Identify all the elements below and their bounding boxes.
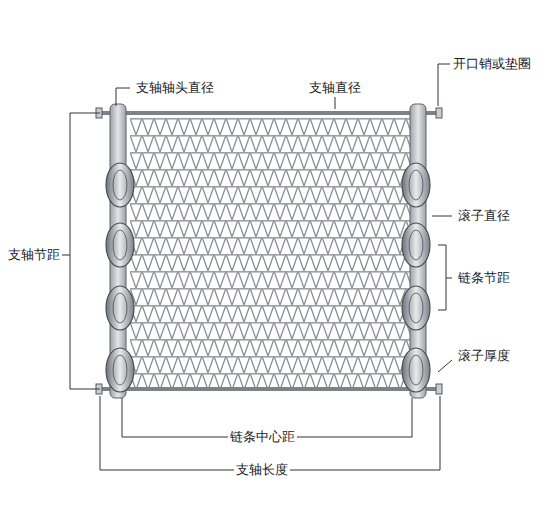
part-label: 滚子厚度 [456, 348, 512, 364]
part-label: 支轴轴头直径 [134, 80, 216, 96]
leader-lines [62, 64, 452, 470]
part-label: 支轴节距 [6, 247, 62, 263]
part-label: 滚子直径 [456, 208, 512, 224]
part-label: 开口销或垫圈 [451, 56, 533, 72]
part-label: 链条节距 [456, 270, 512, 286]
part-label: 支轴长度 [234, 462, 290, 478]
left-chain [106, 104, 134, 398]
support-rods [100, 113, 440, 389]
spiral-mesh [130, 118, 410, 388]
right-chain [402, 104, 430, 398]
part-label: 支轴直径 [307, 80, 363, 96]
rod-heads [96, 108, 442, 394]
part-label: 链条中心距 [228, 429, 297, 445]
